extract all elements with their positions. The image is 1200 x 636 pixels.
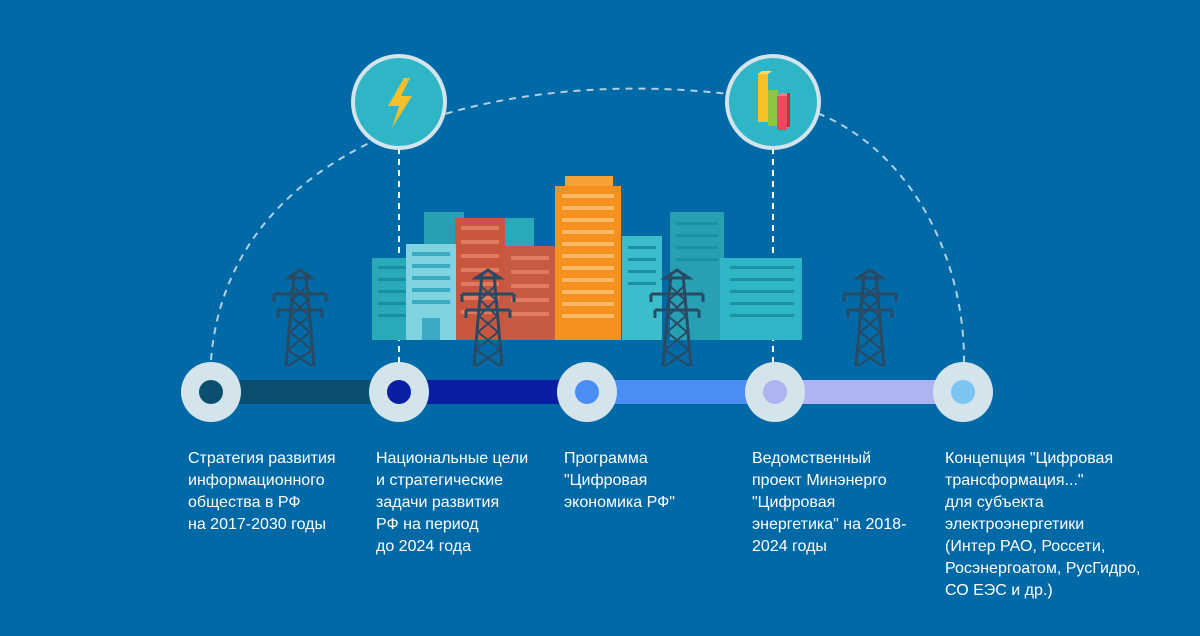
power-tower-icon bbox=[842, 268, 898, 368]
timeline-node bbox=[557, 362, 617, 422]
track-segment-3 bbox=[587, 380, 775, 404]
track-segment-2 bbox=[399, 380, 587, 404]
timeline-node bbox=[181, 362, 241, 422]
timeline-node bbox=[369, 362, 429, 422]
timeline-caption: Национальные цели и стратегические задач… bbox=[376, 450, 529, 555]
timeline-caption: Концепция "Цифровая трансформация..." дл… bbox=[945, 450, 1141, 599]
timeline-node bbox=[933, 362, 993, 422]
bar-chart-icon bbox=[725, 54, 821, 150]
dashed-arc bbox=[210, 87, 966, 363]
power-tower-icon bbox=[272, 268, 328, 368]
timeline-node bbox=[745, 362, 805, 422]
city-buildings bbox=[372, 176, 802, 340]
timeline-caption: Стратегия развития информационного общес… bbox=[188, 450, 336, 533]
timeline-caption: Ведомственный проект Минэнерго "Цифровая… bbox=[752, 450, 907, 555]
track-segment-4 bbox=[775, 380, 964, 404]
track-segment-1 bbox=[211, 380, 399, 404]
timeline-caption: Программа "Цифровая экономика РФ" bbox=[564, 450, 675, 511]
lightning-icon bbox=[351, 54, 447, 150]
